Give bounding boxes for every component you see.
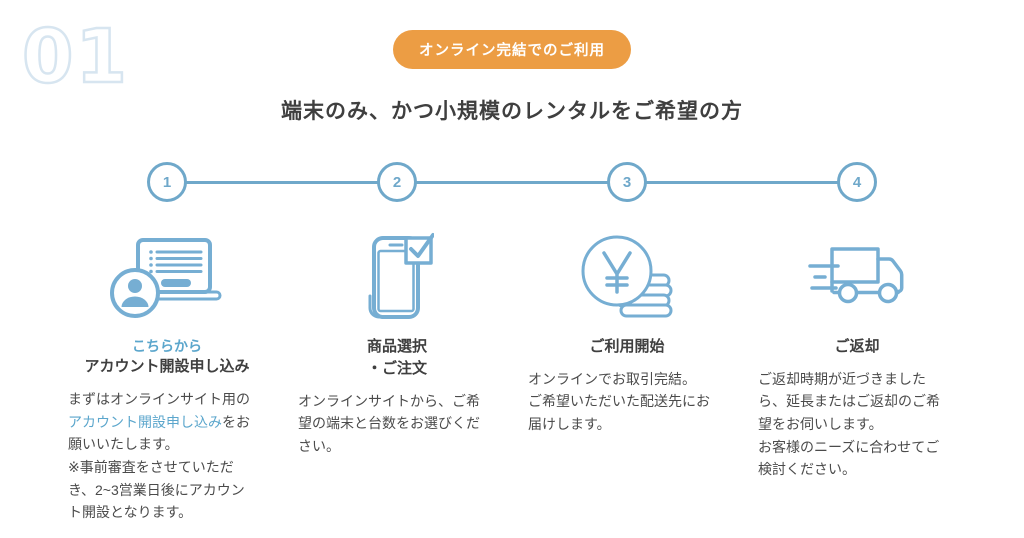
- section-heading: 端末のみ、かつ小規模のレンタルをご希望の方: [281, 100, 743, 123]
- account-signup-link[interactable]: こちらから: [131, 338, 202, 354]
- section-number: 01: [21, 14, 129, 100]
- yen-coins-icon: [579, 232, 675, 324]
- step-column-2: 商品選択 ・ご注文 オンラインサイトから、ご希 望の端末と台数をお選びくだ さい…: [282, 232, 512, 524]
- step-title: ご返却: [834, 338, 880, 355]
- step-title-block: ご返却: [834, 336, 879, 358]
- stepper-connector-line: [167, 180, 857, 184]
- step-title-block: こちらから アカウント開設申し込み: [84, 336, 249, 378]
- step-1-marker: 1: [147, 162, 187, 202]
- step-node-3: 3: [512, 162, 742, 202]
- step-node-4: 4: [742, 162, 972, 202]
- step-description: ご返却時期が近づきました ら、延長またはご返却のご希 望をお伺いします。 お客様…: [758, 370, 940, 478]
- laptop-account-icon: [108, 232, 226, 324]
- step-description: オンラインでお取引完結。 ご希望いただいた配送先にお 届けします。: [528, 370, 710, 433]
- step-description: まずはオンラインサイト用の アカウント開設申し込みをお 願いいたします。 ※事前…: [68, 388, 266, 524]
- step-description: オンラインサイトから、ご希 望の端末と台数をお選びくだ さい。: [298, 392, 480, 454]
- step-title: 商品選択 ・ご注文: [366, 338, 427, 377]
- step-title: アカウント開設申し込み: [84, 358, 250, 376]
- step-column-4: ご返却 ご返却時期が近づきました ら、延長またはご返却のご希 望をお伺いします。…: [742, 232, 972, 524]
- step-title: ご利用開始: [589, 338, 665, 355]
- step-node-2: 2: [282, 162, 512, 202]
- step-title-block: 商品選択 ・ご注文: [367, 336, 427, 380]
- process-stepper: 1 2 3 4: [52, 162, 972, 202]
- step-4-marker: 4: [837, 162, 877, 202]
- account-open-apply-link[interactable]: アカウント開設申し込み: [68, 413, 222, 430]
- step-2-marker: 2: [377, 162, 417, 202]
- step-node-1: 1: [52, 162, 282, 202]
- step-column-3: ご利用開始 オンラインでお取引完結。 ご希望いただいた配送先にお 届けします。: [512, 232, 742, 524]
- delivery-truck-icon: [808, 232, 906, 324]
- step-description-text: まずはオンラインサイト用の: [68, 391, 250, 408]
- online-completion-badge: オンライン完結でのご利用: [393, 30, 631, 69]
- step-3-marker: 3: [607, 162, 647, 202]
- step-title-block: ご利用開始: [589, 336, 664, 358]
- step-description-text: をお 願いいたします。 ※事前審査をさせていただ き、2~3営業日後にアカウン …: [68, 413, 250, 521]
- steps-columns: こちらから アカウント開設申し込み まずはオンラインサイト用の アカウント開設申…: [52, 232, 972, 524]
- step-column-1: こちらから アカウント開設申し込み まずはオンラインサイト用の アカウント開設申…: [52, 232, 282, 524]
- smartphone-check-icon: [360, 232, 434, 324]
